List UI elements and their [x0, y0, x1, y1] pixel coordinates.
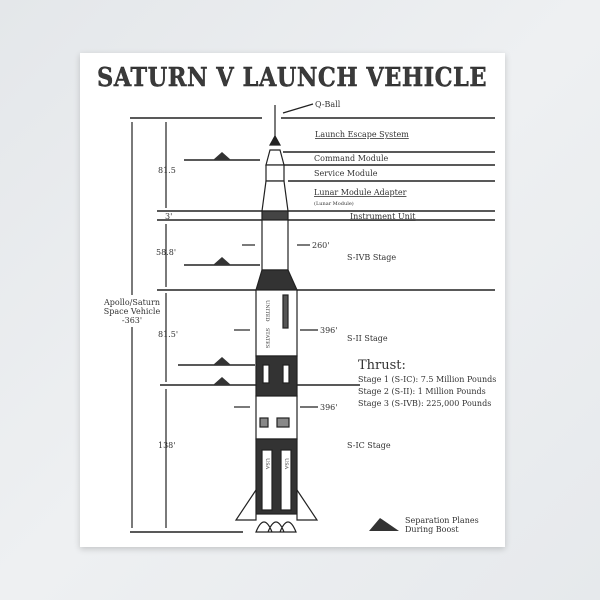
label-launch-escape: Launch Escape System [315, 130, 409, 139]
thrust-stage-3: Stage 3 (S-IVB): 225,000 Pounds [358, 399, 491, 408]
thrust-heading: Thrust: [358, 358, 406, 373]
label-lunar-module: (Lunar Module) [314, 200, 354, 207]
label-sii-stage: S-II Stage [347, 334, 388, 343]
separation-plane-icons [213, 152, 231, 385]
height-396-b: 396' [320, 403, 337, 412]
label-command-module: Command Module [314, 154, 389, 163]
total-label-line1: Apollo/Saturn [103, 298, 160, 307]
height-260: 260' [312, 241, 329, 250]
label-service-module: Service Module [314, 169, 378, 178]
legend-line2: During Boost [405, 525, 459, 534]
dim-81-5-top: 81.5 [158, 166, 176, 175]
rocket-states-text: STATES [264, 328, 270, 349]
label-sic-stage: S-IC Stage [347, 441, 391, 450]
separation-plane-legend-icon [369, 518, 399, 531]
rocket-usa-text-2: USA [283, 458, 289, 470]
label-lunar-module-adapter: Lunar Module Adapter [314, 188, 407, 197]
total-label-line2: Space Vehicle [104, 307, 161, 316]
legend-line1: Separation Planes [405, 516, 479, 525]
rocket-united-text: UNITED [264, 300, 270, 322]
label-q-ball: Q-Ball [315, 100, 341, 109]
dim-138: 138' [158, 441, 175, 450]
thrust-stage-1: Stage 1 (S-IC): 7.5 Million Pounds [358, 375, 496, 384]
label-sivb-stage: S-IVB Stage [347, 253, 396, 262]
dim-3: 3' [165, 212, 172, 221]
dim-81-5: 81.5' [158, 330, 178, 339]
label-instrument-unit: Instrument Unit [350, 212, 416, 221]
separation-lines [130, 117, 495, 533]
poster-title: SATURN V LAUNCH VEHICLE [97, 63, 487, 93]
saturn-v-rocket [234, 105, 319, 533]
rocket-usa-text-1: USA [264, 458, 270, 470]
dim-58-8: 58.8' [156, 248, 176, 257]
height-396-a: 396' [320, 326, 337, 335]
total-label-line3: -363' [122, 316, 142, 325]
thrust-stage-2: Stage 2 (S-II): 1 Million Pounds [358, 387, 486, 396]
